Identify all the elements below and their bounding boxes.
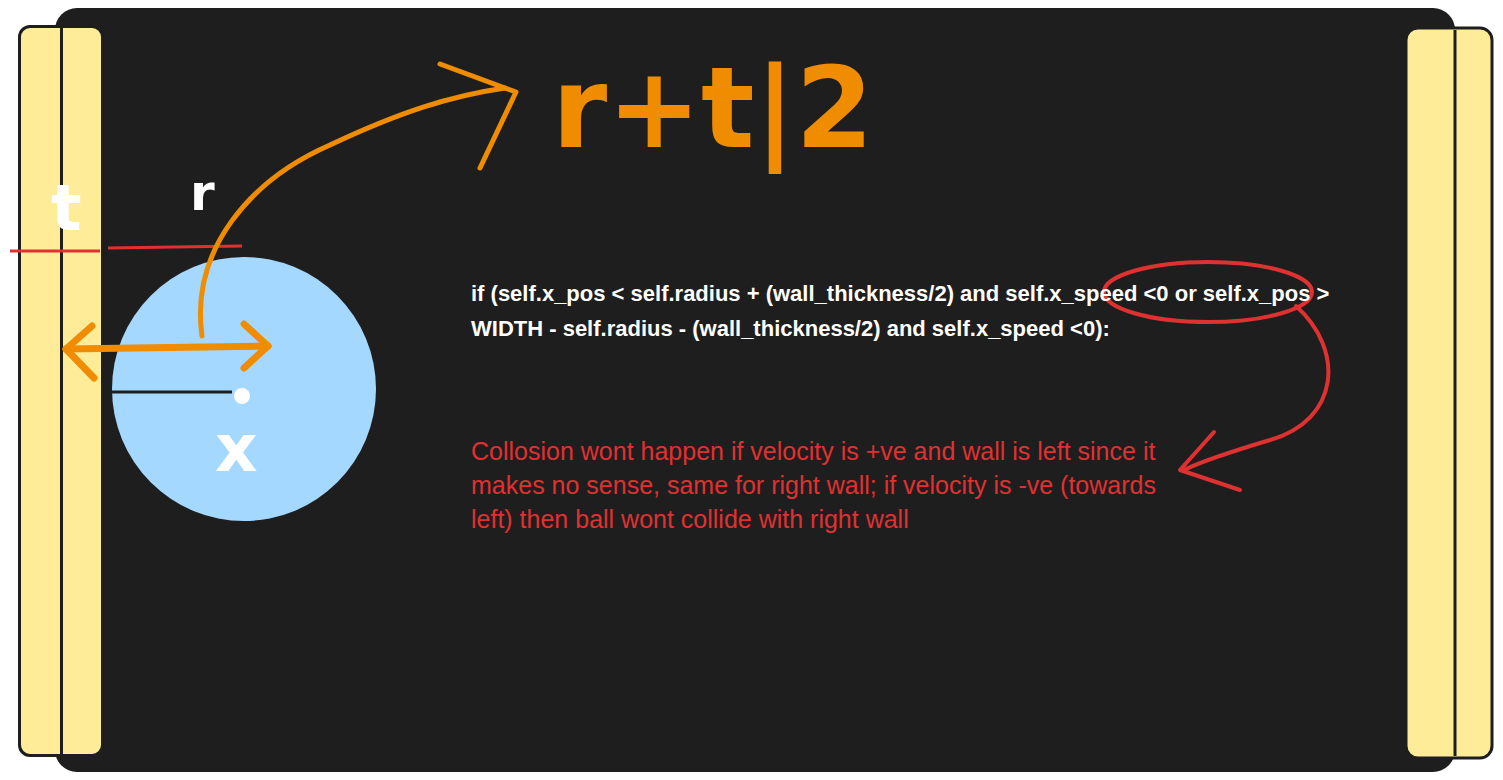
note-text: Collosion wont happen if velocity is +ve… [471, 434, 1191, 536]
thickness-line [10, 250, 100, 253]
radius-line [108, 246, 242, 248]
formula-label: r+t|2 [552, 52, 873, 164]
node-label: x [215, 416, 258, 482]
radius-label: r [190, 168, 215, 218]
board [55, 8, 1455, 772]
center-dot [234, 388, 250, 404]
pointer-arrow [200, 64, 516, 336]
right-wall [1406, 28, 1492, 758]
node-label: t [51, 176, 82, 240]
ball-circle: x [111, 256, 377, 522]
code-text: if (self.x_pos < self.radius + (wall_thi… [471, 276, 1331, 346]
ball-shape [111, 256, 377, 522]
radius-marker [103, 391, 232, 394]
left-wall: t [18, 25, 104, 757]
wall-line [1454, 30, 1457, 756]
wall-line [60, 28, 63, 754]
distance-arrow [66, 324, 268, 378]
